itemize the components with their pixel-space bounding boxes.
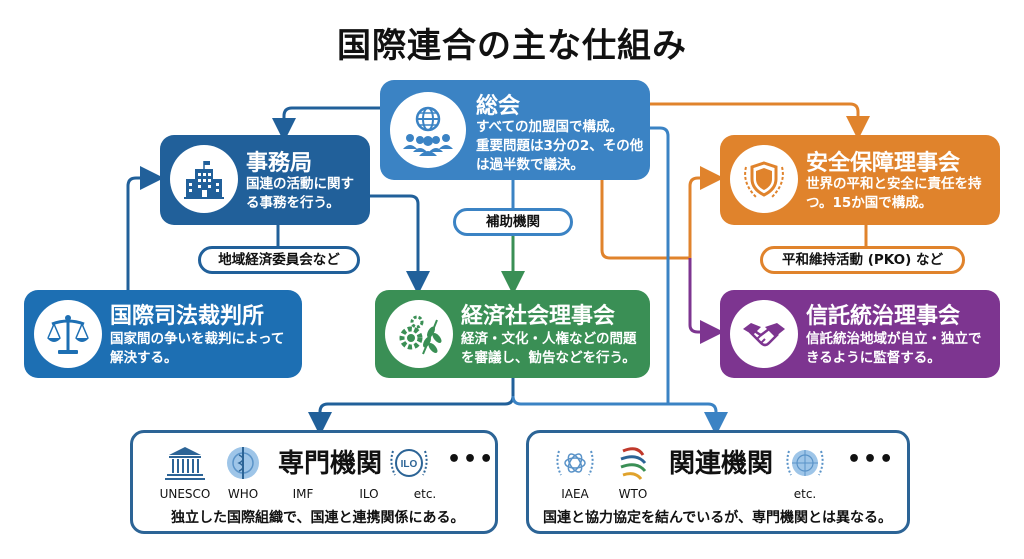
related-organizations-desc: 国連と協力協定を結んでいるが、専門機関とは異なる。 (543, 510, 893, 526)
handshake-icon (730, 300, 798, 368)
line-ecosoc-related (511, 395, 728, 436)
gears-leaf-icon (385, 300, 453, 368)
line-icj-secretariat (126, 166, 164, 290)
ilo-logo-icon: ILO (387, 443, 431, 483)
pko-pill[interactable]: 平和維持活動 (PKO) など (760, 246, 965, 274)
node-title: 経済社会理事会 (461, 304, 616, 329)
agency-label: etc. (793, 487, 817, 501)
node-title: 総会 (476, 94, 521, 119)
line-secretariat-ecosoc (370, 194, 430, 295)
specialized-agencies-title: 専門機関 (278, 449, 383, 479)
agency-label: WTO (618, 487, 648, 501)
specialized-agencies-desc: 独立した国際組織で、国連と連携関係にある。 (171, 510, 465, 526)
node-title: 事務局 (246, 151, 313, 176)
node-desc-line1: 国家間の争いを裁判によって (110, 331, 285, 347)
node-desc-line1: 経済・文化・人権などの問題 (461, 331, 637, 347)
trusteeship-council-node[interactable]: 信託統治理事会 信託統治地域が自立・独立で きるように監督する。 (720, 290, 1000, 378)
node-desc-line1: 世界の平和と安全に責任を持 (806, 176, 982, 192)
regional-commissions-pill[interactable]: 地域経済委員会など (198, 246, 360, 274)
node-desc-line2: つ。15か国で構成。 (806, 195, 933, 211)
related-organizations-title: 関連機関 (669, 449, 774, 479)
building-icon (170, 145, 238, 213)
more-dots: ••• (447, 447, 496, 472)
line-ga-secretariat (272, 106, 380, 142)
iaea-logo-icon (553, 443, 597, 483)
node-desc-line2: 解決する。 (110, 350, 178, 366)
node-desc-line1: すべての加盟国で構成。 (476, 119, 624, 135)
node-desc-line1: 国連の活動に関す (246, 176, 354, 192)
wto-logo-icon (611, 443, 655, 483)
related-organizations-box[interactable]: 関連機関 ••• IAEA WTO etc. 国連と協力協定を結んでいるが、専門… (526, 430, 910, 534)
scales-icon (34, 300, 102, 368)
node-desc-line2: きるように監督する。 (806, 350, 941, 366)
node-title: 信託統治理事会 (806, 304, 961, 329)
icj-node[interactable]: 国際司法裁判所 国家間の争いを裁判によって 解決する。 (24, 290, 302, 378)
node-desc-line2: 重要問題は3分の2、その他 (476, 138, 644, 154)
page-title: 国際連合の主な仕組み (337, 26, 687, 66)
line-ecosoc-branch (308, 378, 515, 436)
line-ga-related (650, 126, 670, 404)
line-ga-junction (600, 180, 690, 260)
un-logo-icon (783, 443, 827, 483)
node-title: 国際司法裁判所 (110, 304, 265, 329)
agency-label: etc. (413, 487, 437, 501)
node-desc-line2: る事務を行う。 (246, 195, 340, 211)
node-desc-line1: 信託統治地域が自立・独立で (806, 331, 982, 347)
agency-label: WHO (227, 487, 259, 501)
shield-laurel-icon (730, 145, 798, 213)
node-desc-line3: は過半数で議決。 (476, 157, 584, 173)
node-desc-line2: を審議し、勧告などを行う。 (461, 350, 636, 366)
more-dots: ••• (847, 447, 896, 472)
line-junction-security (688, 166, 724, 258)
ecosoc-node[interactable]: 経済社会理事会 経済・文化・人権などの問題 を審議し、勧告などを行う。 (375, 290, 650, 378)
specialized-agencies-box[interactable]: 専門機関 ILO ••• UNESCO WHO IMF ILO etc. 独立し… (130, 430, 498, 534)
svg-text:ILO: ILO (401, 459, 418, 470)
agency-label: IMF (292, 487, 314, 501)
agency-label: IAEA (561, 487, 589, 501)
security-council-node[interactable]: 安全保障理事会 世界の平和と安全に責任を持 つ。15か国で構成。 (720, 135, 1000, 225)
unesco-logo-icon (163, 443, 207, 483)
secretariat-node[interactable]: 事務局 国連の活動に関す る事務を行う。 (160, 135, 370, 225)
agency-label: ILO (359, 487, 379, 501)
general-assembly-node[interactable]: 総会 すべての加盟国で構成。 重要問題は3分の2、その他 は過半数で議決。 (380, 80, 650, 180)
line-ga-security (650, 102, 870, 140)
agency-label: UNESCO (159, 487, 211, 501)
globe-people-icon (390, 92, 466, 168)
line-junction-trusteeship (688, 258, 724, 344)
node-title: 安全保障理事会 (806, 151, 961, 176)
subsidiary-organs-pill[interactable]: 補助機関 (453, 208, 573, 236)
who-logo-icon (221, 443, 265, 483)
